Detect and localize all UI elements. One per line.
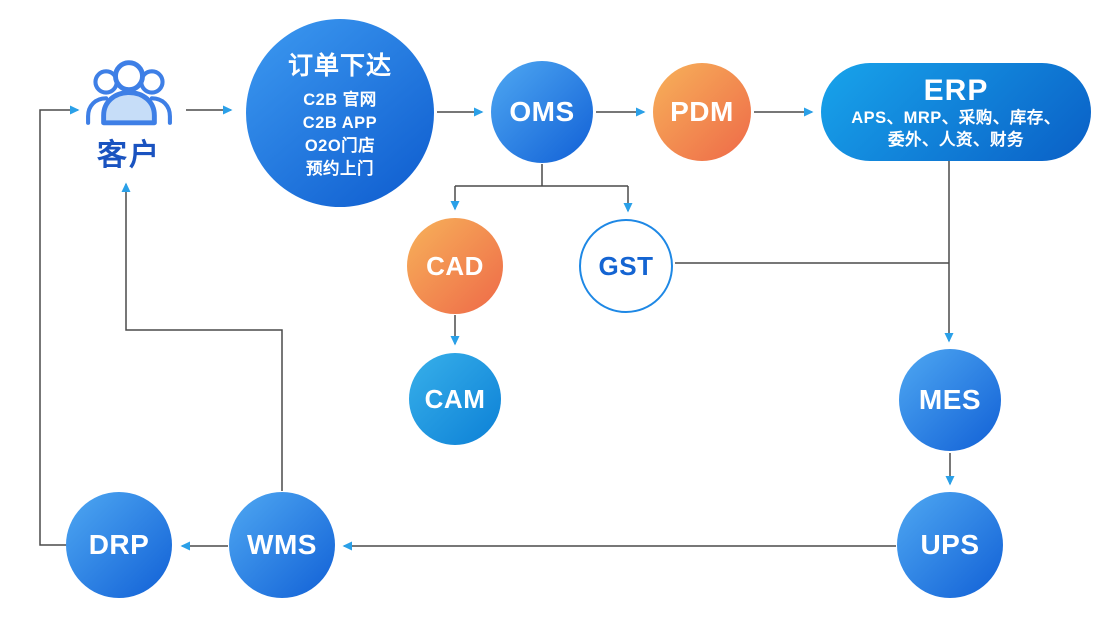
node-cam: CAM	[409, 353, 501, 445]
node-wms: WMS	[229, 492, 335, 598]
node-order-placement: 订单下达 C2B 官网 C2B APP O2O门店 预约上门	[246, 19, 434, 207]
node-cad-label: CAD	[426, 250, 484, 281]
node-pdm-label: PDM	[670, 96, 734, 127]
edge-wms-to-customer	[121, 182, 283, 491]
node-ups-label: UPS	[920, 529, 980, 560]
erp-modules-line: APS、MRP、采购、库存、	[851, 108, 1061, 127]
erp-title: ERP	[923, 73, 989, 107]
erp-modules-line: 委外、人资、财务	[888, 130, 1024, 149]
node-wms-label: WMS	[247, 529, 317, 560]
edge-drp-to-customer	[39, 105, 80, 546]
order-channel: C2B APP	[302, 113, 378, 132]
node-oms: OMS	[491, 61, 593, 163]
order-channel: C2B 官网	[303, 90, 377, 109]
order-channel: O2O门店	[304, 136, 376, 155]
node-cad: CAD	[407, 218, 503, 314]
node-pdm: PDM	[653, 63, 751, 161]
node-mes: MES	[899, 349, 1001, 451]
node-customer-label: 客户	[97, 139, 161, 172]
node-gst: GST	[579, 219, 673, 313]
node-ups: UPS	[897, 492, 1003, 598]
node-cam-label: CAM	[424, 383, 486, 414]
node-drp-label: DRP	[88, 529, 150, 560]
node-erp: ERP APS、MRP、采购、库存、 委外、人资、财务	[821, 63, 1091, 161]
customers-icon	[84, 54, 174, 136]
node-gst-label: GST	[598, 250, 654, 281]
node-oms-label: OMS	[509, 96, 575, 127]
order-channel: 预约上门	[306, 159, 374, 178]
node-drp: DRP	[66, 492, 172, 598]
order-title: 订单下达	[287, 51, 392, 80]
edge-oms-branch	[455, 164, 628, 187]
node-mes-label: MES	[918, 384, 982, 415]
